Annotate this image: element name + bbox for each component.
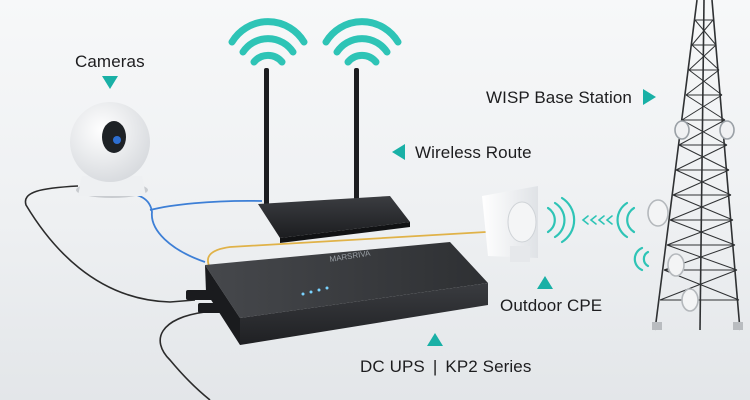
label-dc-ups-kp2-series: DC UPS|KP2 Series <box>360 357 531 377</box>
triangle-pointer-icon <box>427 333 443 346</box>
label-wireless-route: Wireless Route <box>415 143 532 163</box>
label-dc-ups: DC UPS <box>360 357 425 376</box>
label-separator: | <box>425 357 446 376</box>
triangle-pointer-icon <box>643 89 656 105</box>
wisp-tower <box>648 0 743 330</box>
triangle-pointer-icon <box>392 144 405 160</box>
security-camera <box>70 102 150 198</box>
dc-ups-device: MARSRIVA <box>186 242 488 345</box>
ethernet-cable-blue <box>120 190 262 262</box>
label-cameras: Cameras <box>75 52 145 72</box>
triangle-pointer-icon <box>537 276 553 289</box>
signal-wave-icon <box>548 198 648 270</box>
triangle-pointer-icon <box>102 76 118 89</box>
label-wisp-base-station: WISP Base Station <box>486 88 632 108</box>
label-kp2-series: KP2 Series <box>445 357 531 376</box>
signal-chevrons <box>583 216 612 224</box>
wifi-signal-icon <box>326 22 398 62</box>
power-cable-bottom <box>160 312 210 400</box>
wifi-signal-icon <box>232 22 304 62</box>
wireless-router <box>258 68 410 243</box>
label-outdoor-cpe: Outdoor CPE <box>500 296 602 316</box>
outdoor-cpe-device <box>482 186 538 262</box>
